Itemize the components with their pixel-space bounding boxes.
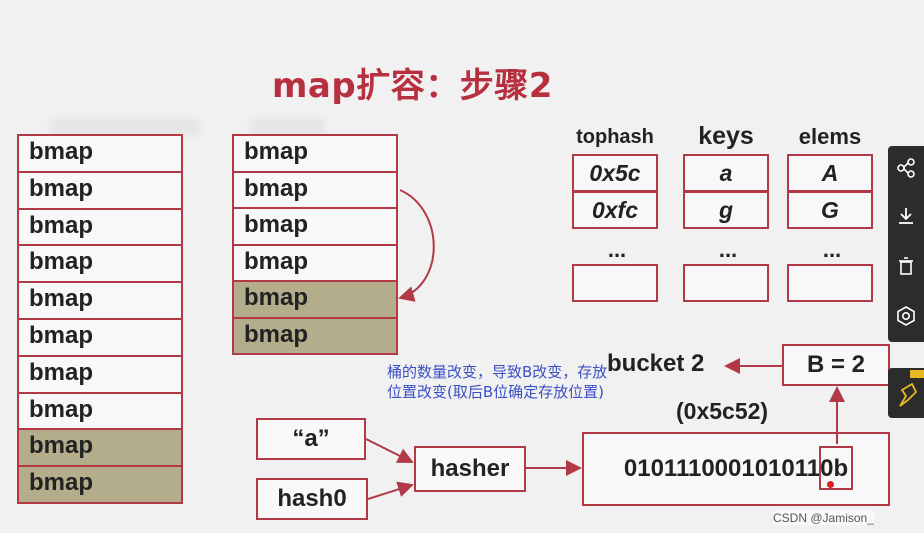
download-icon xyxy=(899,208,913,224)
elems-header: elems xyxy=(798,124,862,149)
table-cell: G xyxy=(787,191,873,229)
page-title: map扩容：步骤2 xyxy=(272,66,553,106)
keys-header: keys xyxy=(698,122,754,150)
hex-value: (0x5c52) xyxy=(676,398,769,424)
explanation-note: 桶的数量改变，导致B改变，存放位置改变(取后B位确定存放位置) xyxy=(387,363,608,401)
ellipsis-label: ... xyxy=(718,237,738,262)
side-toolbar xyxy=(888,146,924,342)
migration-curve-arrow xyxy=(398,189,435,302)
key-to-hasher-arrow xyxy=(365,438,414,463)
table-cell: A xyxy=(787,154,873,192)
settings-button[interactable] xyxy=(888,296,924,336)
tophash-header: tophash xyxy=(576,126,654,148)
bucket-cell: bmap xyxy=(17,281,183,320)
bucket-cell: bmap xyxy=(17,354,183,394)
watermark: CSDN @Jamison_ xyxy=(773,511,874,525)
table-cell: ... xyxy=(572,239,658,302)
bucket-cell: bmap xyxy=(232,316,398,355)
low-bits-highlight xyxy=(819,446,853,490)
bucket-cell: bmap xyxy=(232,243,398,282)
settings-icon xyxy=(897,306,915,326)
ellipsis-label: ... xyxy=(607,237,627,262)
blurred-header-left xyxy=(50,118,200,136)
pin-button[interactable] xyxy=(888,368,924,418)
blurred-header-mid xyxy=(250,118,325,136)
table-cell: 0x5c xyxy=(572,154,658,192)
bucket-cell: bmap xyxy=(17,391,183,431)
trash-icon xyxy=(899,257,913,275)
download-button[interactable] xyxy=(888,196,924,236)
hasher-box: hasher xyxy=(414,446,526,492)
key-input-box: “a” xyxy=(256,418,366,460)
table-cell: ... xyxy=(787,239,873,302)
ellipsis-label: ... xyxy=(822,237,842,262)
bucket-label: bucket 2 xyxy=(607,350,705,377)
pin-icon xyxy=(899,370,924,407)
share-button[interactable] xyxy=(888,148,924,188)
b-value-box: B = 2 xyxy=(782,344,890,386)
cursor-dot-icon xyxy=(827,481,834,488)
table-cell: ... xyxy=(683,239,769,302)
hash0-to-hasher-arrow xyxy=(367,481,414,500)
delete-button[interactable] xyxy=(888,246,924,286)
hash0-box: hash0 xyxy=(256,478,368,520)
table-cell: g xyxy=(683,191,769,229)
binary-value: 0101110001010110b xyxy=(623,455,849,482)
binary-box: 0101110001010110b xyxy=(582,432,890,506)
share-icon xyxy=(897,158,915,178)
bucket-cell: bmap xyxy=(17,465,183,504)
table-cell: 0xfc xyxy=(572,191,658,229)
